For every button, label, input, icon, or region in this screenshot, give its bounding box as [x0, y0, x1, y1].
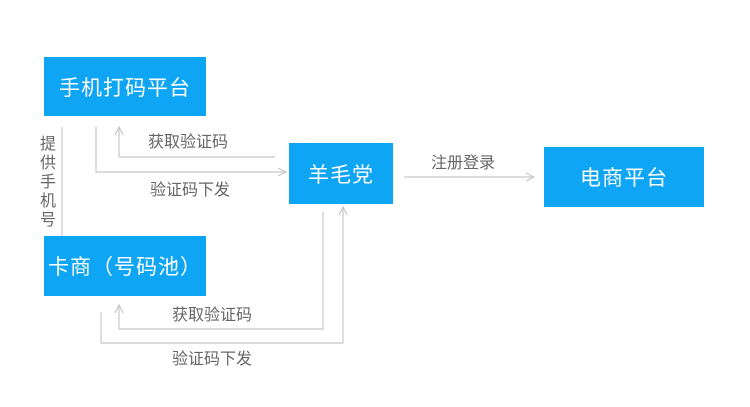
label-code-sent-bottom: 验证码下发: [172, 349, 253, 368]
node-ecommerce: 电商平台: [544, 147, 704, 207]
arrow-get-code-bottom: [119, 212, 324, 330]
node-wool-party: 羊毛党: [289, 143, 393, 204]
arrow-code-sent-bottom: [100, 207, 343, 344]
node-card-dealer: 卡商（号码池）: [44, 236, 206, 296]
arrow-get-code-top: [119, 127, 275, 158]
node-sms-platform: 手机打码平台: [44, 57, 206, 116]
label-code-sent-top: 验证码下发: [150, 180, 231, 199]
label-get-code-top: 获取验证码: [148, 132, 229, 151]
label-provide-phone: 提供手机号: [39, 134, 56, 229]
label-get-code-bottom: 获取验证码: [172, 305, 253, 324]
label-register-login: 注册登录: [431, 153, 496, 172]
arrow-code-sent-top: [95, 127, 286, 172]
